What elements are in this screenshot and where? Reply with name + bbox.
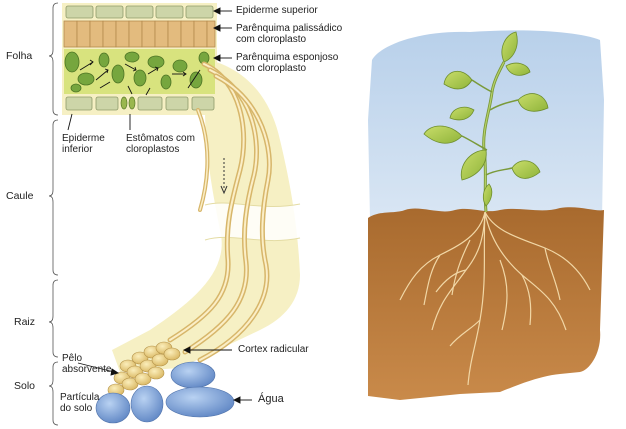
label-upper-epidermis: Epiderme superior <box>236 5 318 16</box>
plant-leaves <box>423 31 549 207</box>
plant-roots <box>399 211 591 386</box>
label-spongy-line1: Parênquima esponjoso <box>236 52 339 63</box>
label-lower-epidermis-line2: inferior <box>62 144 93 155</box>
section-label-folha: Folha <box>6 50 33 62</box>
section-brackets <box>48 2 59 426</box>
plant-scene <box>368 30 604 400</box>
section-label-raiz: Raiz <box>14 316 36 328</box>
lower-epidermis-cells <box>65 96 215 111</box>
section-label-caule: Caule <box>6 190 34 202</box>
label-root-hair-line2: absorvente <box>62 364 112 375</box>
water-droplets <box>95 361 235 424</box>
label-root-hair-line1: Pêlo <box>62 353 83 364</box>
chloroplasts <box>64 51 210 93</box>
stem-cut-band <box>205 202 300 241</box>
label-water: Água <box>258 393 284 405</box>
palisade-cells <box>63 20 216 48</box>
soil-block <box>368 207 604 400</box>
root-hair-cells <box>107 341 181 397</box>
upper-epidermis-cells <box>65 5 214 19</box>
xylem-vessels <box>167 61 272 363</box>
label-root-cortex: Cortex radicular <box>238 344 309 355</box>
label-arrows <box>67 7 252 404</box>
label-stomata-line1: Estômatos com <box>126 133 195 144</box>
transport-background <box>112 60 300 372</box>
label-lower-epidermis-line1: Epiderme <box>62 133 105 144</box>
section-label-solo: Solo <box>14 380 36 392</box>
leaf-cross-section <box>62 3 217 115</box>
label-stomata-line2: cloroplastos <box>126 144 180 155</box>
label-soil-particle-line1: Partícula <box>60 392 100 403</box>
stem-flow-arrow <box>220 158 228 195</box>
label-palisade-line2: com cloroplasto <box>236 34 307 45</box>
stomata <box>120 96 136 110</box>
label-soil-particle-line2: do solo <box>60 403 93 414</box>
label-palisade-line1: Parênquima palissádico <box>236 23 343 34</box>
label-spongy-line2: com cloroplasto <box>236 63 307 74</box>
leaf-flow-arrows <box>79 59 201 96</box>
